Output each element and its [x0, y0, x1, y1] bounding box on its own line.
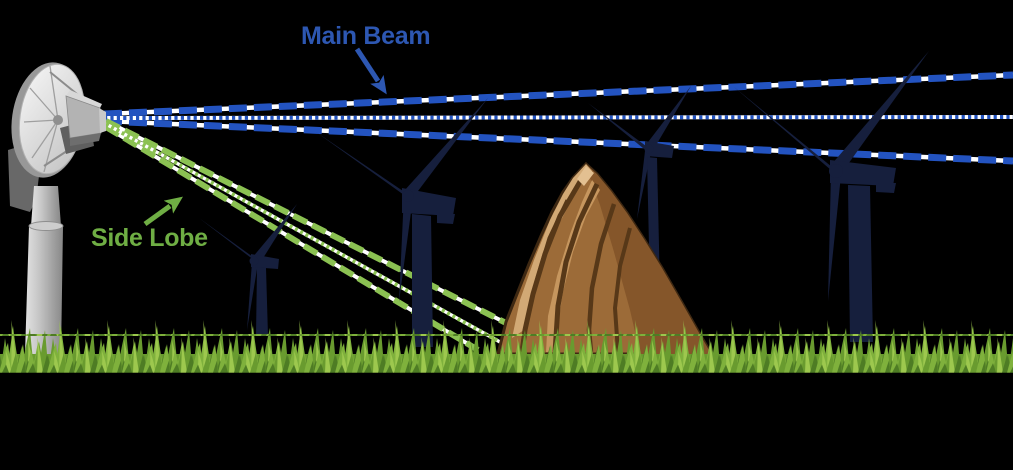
turbine-hub — [829, 164, 843, 178]
turbine-blade — [252, 204, 297, 263]
turbine-blade — [734, 87, 838, 176]
main-beam-top-dash-line — [103, 71, 1013, 118]
rock-peak-highlight — [577, 166, 594, 186]
main-beam-axis-dotted-line — [103, 115, 1013, 120]
rock-right-face — [586, 164, 711, 354]
main-beam-bottom-dash-line — [103, 117, 1013, 165]
turbine-blade — [404, 98, 488, 199]
turbine-blade — [199, 218, 259, 264]
turbine-blade — [588, 103, 649, 153]
wind-turbine-small — [199, 204, 297, 336]
turbine-nacelle — [402, 188, 456, 216]
wind-turbine-large-right — [734, 51, 929, 342]
turbine-nacelle-step — [876, 183, 896, 193]
side-lobe-arrow — [143, 196, 183, 227]
side-lobe-top-dash-line — [104, 118, 510, 327]
turbine-pole — [412, 214, 433, 347]
dish-pedestal-neck — [31, 186, 61, 226]
turbine-blade — [645, 86, 691, 152]
turbine-blade — [399, 194, 413, 302]
dish-pedestal-flange — [28, 221, 64, 231]
turbine-hub — [249, 256, 259, 266]
turbine-nacelle — [251, 254, 279, 269]
radar-dish — [8, 62, 106, 354]
turbine-blade — [316, 132, 411, 200]
turbine-nacelle — [830, 160, 896, 186]
turbine-nacelle-step — [437, 214, 455, 224]
rock — [496, 161, 714, 356]
turbine-nacelle — [645, 141, 674, 158]
main-beam-arrow — [354, 47, 387, 95]
wind-turbine-mid-left — [316, 98, 488, 347]
turbine-pole — [848, 185, 873, 342]
turbine-blade — [831, 51, 929, 174]
dish-hub — [53, 115, 63, 125]
grass-strip — [0, 318, 1013, 373]
side-lobe-label: Side Lobe — [91, 224, 208, 252]
turbine-hub — [402, 190, 414, 202]
turbine-blade — [247, 262, 258, 330]
turbine-blade — [828, 172, 841, 301]
dish-feed-tip — [99, 108, 106, 133]
dish-feed-bottom — [70, 133, 101, 146]
grass-front-layer — [0, 334, 1013, 373]
turbine-hub — [644, 144, 654, 154]
side-lobe-axis-gap-line — [105, 122, 501, 344]
dish-feed-top — [66, 90, 102, 108]
main-beam-label: Main Beam — [301, 22, 431, 50]
main-beam-lines — [103, 71, 1013, 165]
